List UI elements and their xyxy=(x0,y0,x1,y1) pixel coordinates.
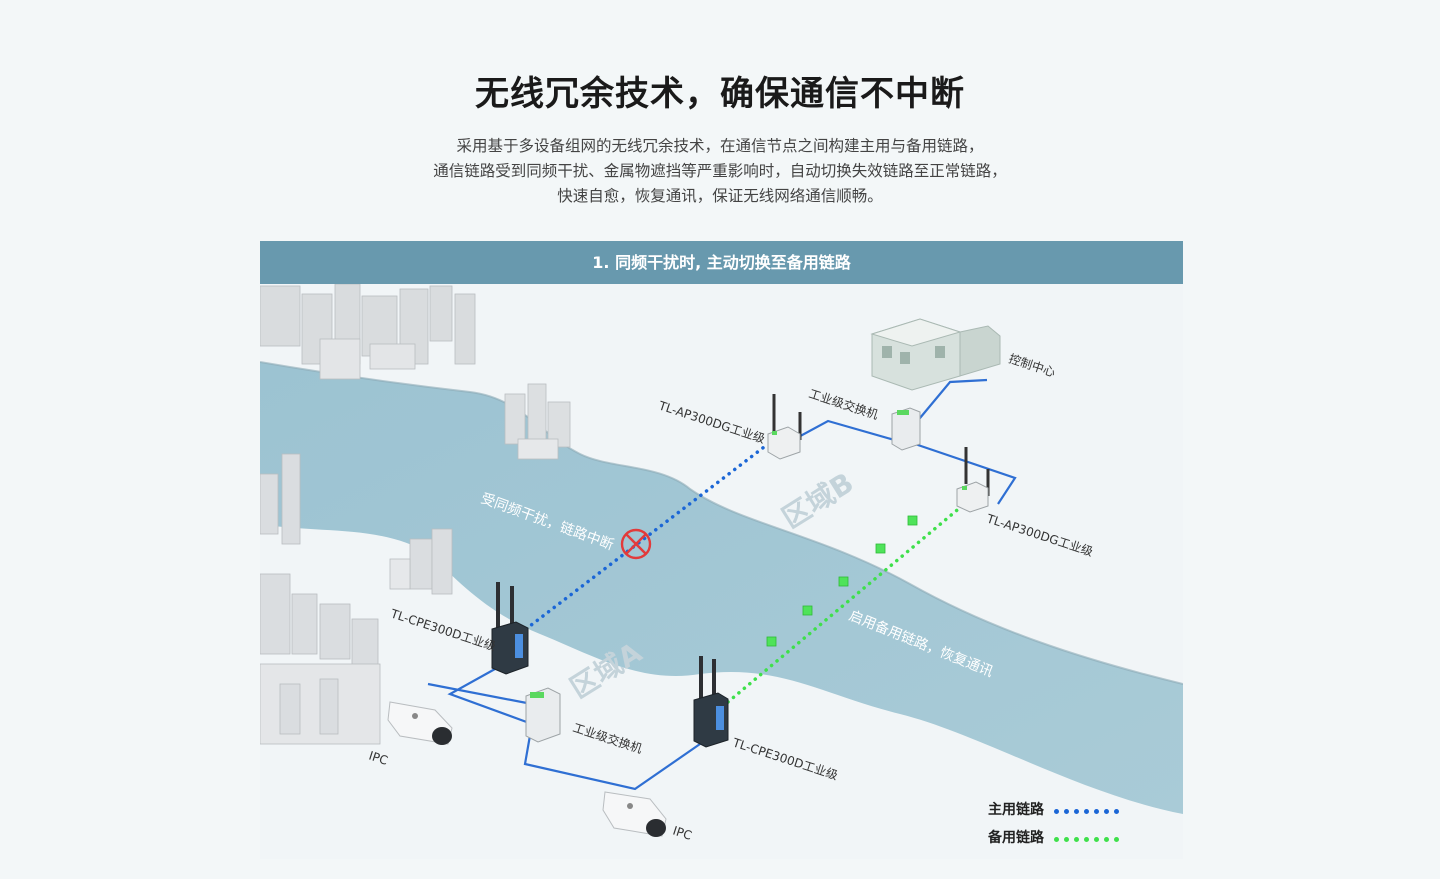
diagram-panel: 1. 同频干扰时, 主动切换至备用链路 xyxy=(260,241,1183,859)
ap-left-label: TL-AP300DG工业级 xyxy=(656,398,767,446)
switch-b-label: 工业级交换机 xyxy=(807,386,880,423)
legend-primary-swatch xyxy=(1054,800,1124,820)
page-description: 采用基于多设备组网的无线冗余技术，在通信节点之间构建主用与备用链路， 通信链路受… xyxy=(0,134,1440,209)
page-title: 无线冗余技术，确保通信不中断 xyxy=(475,74,965,114)
scenario-banner: 1. 同频干扰时, 主动切换至备用链路 xyxy=(260,241,1183,284)
ipc-camera-bottom xyxy=(602,791,667,837)
description-line-2: 通信链路受到同频干扰、金属物遮挡等严重影响时，自动切换失效链路至正常链路， xyxy=(433,162,1007,180)
control-center-building xyxy=(870,318,1001,391)
switch-a-label: 工业级交换机 xyxy=(571,720,644,757)
river-bank xyxy=(260,361,1183,685)
legend-backup-label: 备用链路 xyxy=(988,830,1044,846)
cpe-device-left xyxy=(491,582,529,675)
ap-right-label: TL-AP300DG工业级 xyxy=(984,511,1095,559)
river xyxy=(260,362,1183,814)
network-scene: 控制中心 受同频干扰，链路中断 启用备用链路，恢 xyxy=(260,284,1183,843)
legend-backup-swatch xyxy=(1054,828,1124,848)
ap-device-left xyxy=(767,394,802,460)
city-top-left xyxy=(260,284,476,380)
cpe-left-label: TL-CPE300D工业级 xyxy=(388,606,497,653)
legend-primary: 主用链路 xyxy=(988,800,1124,820)
description-line-3: 快速自愈，恢复通讯，保证无线网络通信顺畅。 xyxy=(557,187,883,205)
zone-b-label: 区域B xyxy=(776,466,859,535)
backup-link-packets xyxy=(766,515,918,647)
legend-primary-label: 主用链路 xyxy=(988,802,1044,818)
ap-device-right xyxy=(956,447,990,513)
cpe-right-label: TL-CPE300D工业级 xyxy=(730,735,839,782)
switch-zone-a xyxy=(525,687,561,743)
link-break-icon xyxy=(620,528,652,560)
city-island xyxy=(504,383,571,460)
ipc-bottom-label: IPC xyxy=(671,824,694,843)
control-center-label: 控制中心 xyxy=(1007,351,1057,380)
primary-wireless-link xyxy=(524,442,770,631)
ipc-top-label: IPC xyxy=(367,749,390,768)
ipc-camera-top xyxy=(387,701,453,745)
legend-backup: 备用链路 xyxy=(988,828,1124,848)
backup-wireless-link xyxy=(726,504,964,704)
cpe-device-right xyxy=(693,656,729,748)
city-bottom-left xyxy=(260,453,453,745)
description-line-1: 采用基于多设备组网的无线冗余技术，在通信节点之间构建主用与备用链路， xyxy=(456,137,984,155)
switch-zone-b xyxy=(891,407,921,451)
